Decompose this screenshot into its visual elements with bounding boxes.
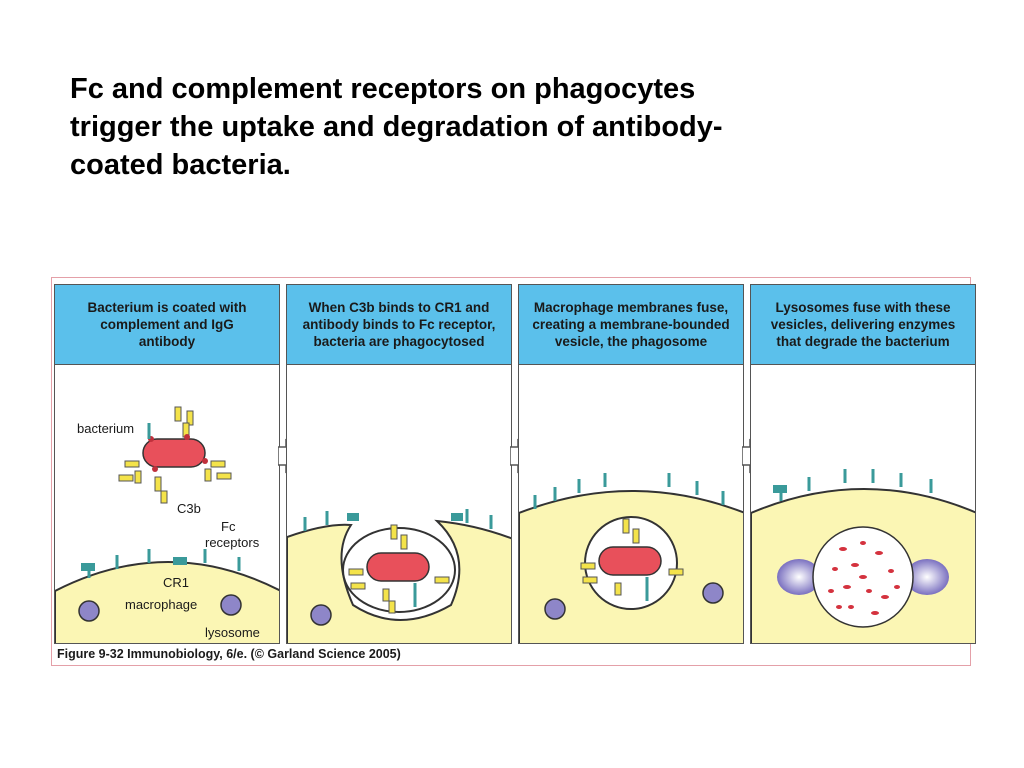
panel-3-header: Macrophage membranes fuse, creating a me…	[519, 285, 743, 365]
fusing-lysosome	[777, 559, 821, 595]
title-line-2: trigger the uptake and degradation of an…	[70, 111, 723, 143]
slide-title: Fc and complement receptors on phagocyte…	[70, 70, 870, 184]
panel-1-illustration: bacterium C3b Fc receptors CR1 macrophag…	[55, 406, 279, 643]
label-lysosome: lysosome	[205, 625, 260, 640]
panel-4-header-line: that degrade the bacterium	[776, 334, 950, 349]
cell-receptors	[303, 509, 493, 531]
label-macrophage: macrophage	[125, 597, 197, 612]
panel-2-illustration	[287, 509, 511, 643]
label-cr1: CR1	[163, 575, 189, 590]
cr1-receptor	[347, 513, 359, 521]
cr1-receptor	[173, 557, 187, 565]
title-line-1: Fc and complement receptors on phagocyte…	[70, 73, 696, 105]
panel-2: When C3b binds to CR1 and antibody binds…	[286, 284, 512, 644]
panel-3: Macrophage membranes fuse, creating a me…	[518, 284, 744, 644]
fusing-lysosome	[905, 559, 949, 595]
label-fc-receptors-line1: Fc	[221, 519, 236, 534]
lysosome	[310, 604, 332, 626]
figure-caption: Figure 9-32 Immunobiology, 6/e. (© Garla…	[57, 647, 401, 661]
panel-4-illustration	[751, 469, 975, 643]
degraded-bacterium-fragments	[828, 541, 900, 615]
panel-2-header-line: bacteria are phagocytosed	[313, 334, 485, 349]
panel-4-header-line: Lysosomes fuse with these	[775, 300, 951, 315]
panel-1: Bacterium is coated with complement and …	[54, 284, 280, 644]
label-fc-receptors-line2: receptors	[205, 535, 260, 550]
igg-antibodies	[580, 518, 684, 596]
panel-4-header: Lysosomes fuse with these vesicles, deli…	[751, 285, 975, 365]
panel-2-header-line: When C3b binds to CR1 and	[308, 300, 490, 315]
igg-antibodies	[348, 524, 450, 614]
bacterium	[366, 552, 430, 582]
panel-1-header-line: Bacterium is coated with	[87, 300, 247, 315]
panel-2-header: When C3b binds to CR1 and antibody binds…	[287, 285, 511, 365]
panel-3-header-line: vesicle, the phagosome	[554, 334, 708, 349]
panel-3-header-line: Macrophage membranes fuse,	[533, 300, 729, 315]
title-line-3: coated bacteria.	[70, 149, 291, 181]
cr1-receptor	[451, 513, 463, 521]
bacterium	[598, 546, 662, 576]
panel-4-header-line: vesicles, delivering enzymes	[770, 317, 956, 332]
panel-1-header-line: complement and IgG	[100, 317, 234, 332]
figure-frame: Bacterium is coated with complement and …	[51, 277, 976, 666]
igg-antibodies	[118, 406, 232, 504]
bacterium	[142, 438, 206, 468]
panel-3-header-line: creating a membrane-bounded	[532, 317, 730, 332]
cr1-receptor	[81, 563, 95, 571]
lysosome	[78, 600, 100, 622]
panel-1-header: Bacterium is coated with complement and …	[55, 285, 279, 365]
cr1-receptor	[773, 485, 787, 493]
panel-2-header-line: antibody binds to Fc receptor,	[302, 317, 496, 332]
panel-4: Lysosomes fuse with these vesicles, deli…	[750, 284, 976, 644]
lysosome	[702, 582, 724, 604]
panel-1-header-line: antibody	[138, 334, 196, 349]
cell-receptors	[533, 473, 725, 509]
lysosome	[220, 594, 242, 616]
lysosome	[544, 598, 566, 620]
panel-3-illustration	[519, 473, 743, 643]
macrophage-cell	[287, 519, 511, 643]
label-c3b: C3b	[177, 501, 201, 516]
cell-receptors	[779, 469, 933, 501]
label-bacterium: bacterium	[77, 421, 134, 436]
